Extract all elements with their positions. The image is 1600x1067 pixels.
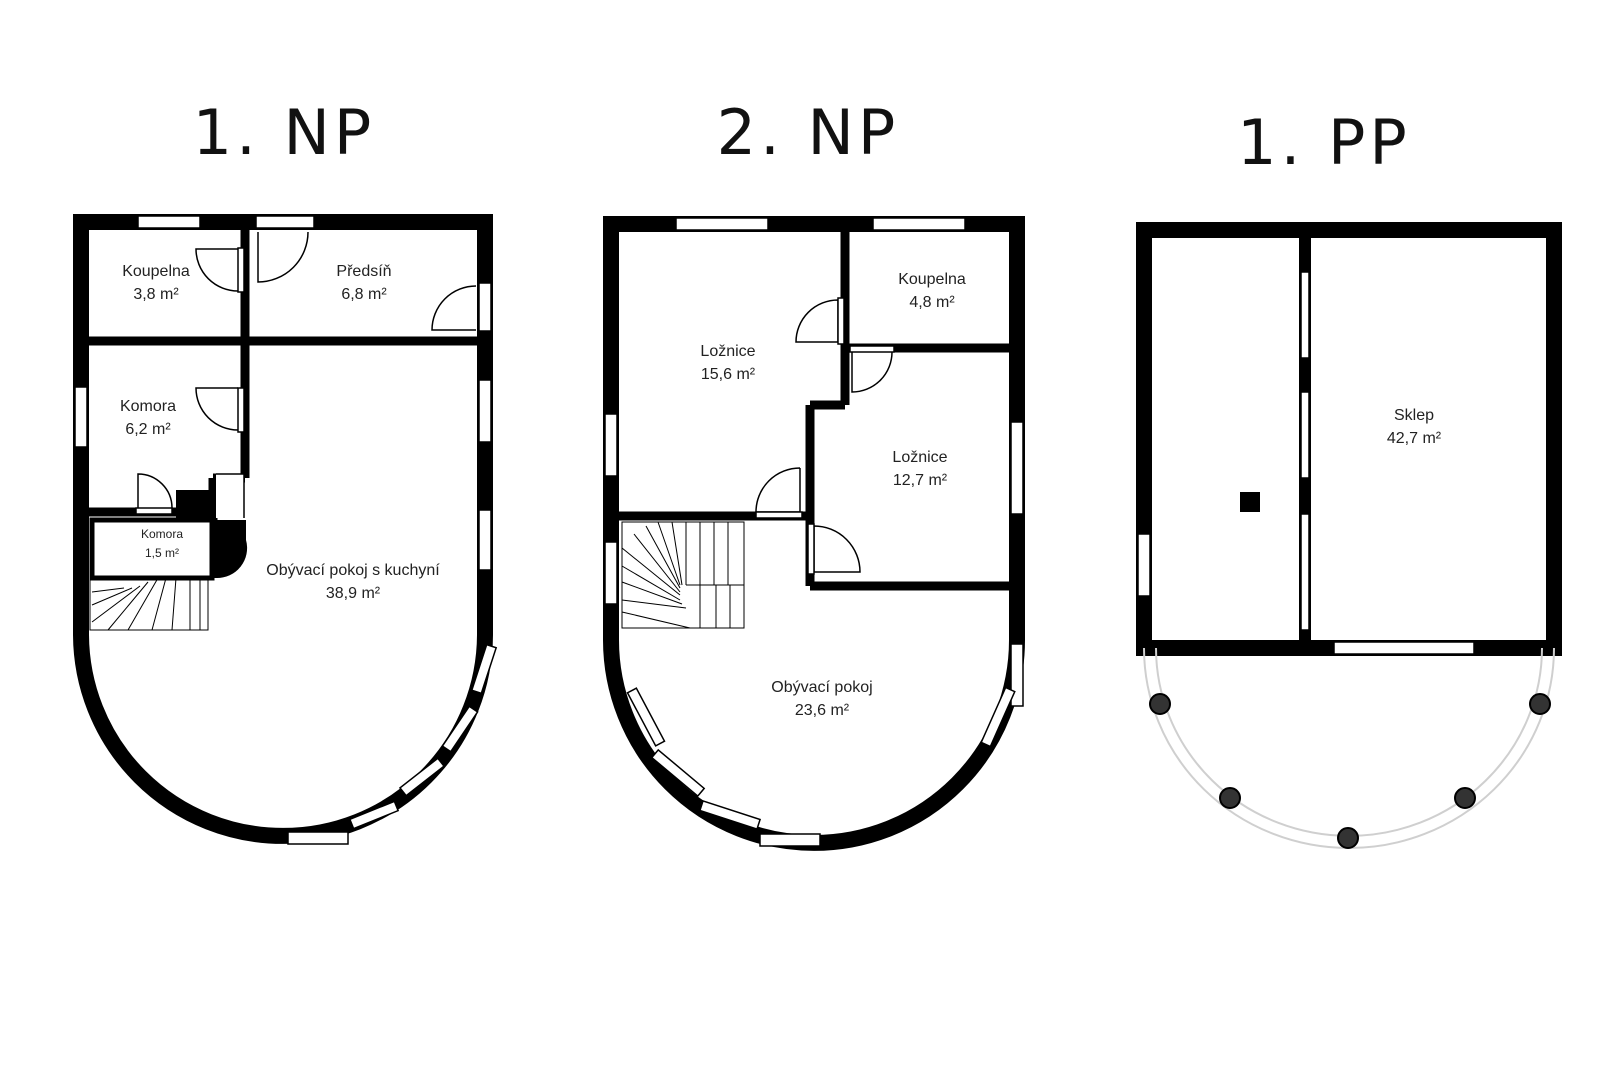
windows [74, 215, 498, 845]
room-area: 6,8 m² [341, 286, 387, 303]
floor-title-2np: 2. NP [716, 96, 900, 169]
room-name: Koupelna [898, 271, 966, 288]
floor-title-1pp: 1. PP [1237, 106, 1411, 179]
room-name: Sklep [1394, 407, 1434, 424]
windows [604, 217, 1024, 847]
room-area: 6,2 m² [125, 421, 171, 438]
room-area: 3,8 m² [133, 286, 179, 303]
windows [1137, 271, 1475, 655]
room-area: 38,9 m² [326, 585, 381, 602]
room-area: 4,8 m² [909, 294, 955, 311]
room-name: Komora [120, 398, 176, 415]
floor-title-1np: 1. NP [192, 96, 376, 169]
room-area: 15,6 m² [701, 366, 756, 383]
pillar [1240, 492, 1260, 512]
doors [755, 297, 895, 575]
chimney [176, 490, 216, 518]
floor-plan-2np: Koupelna 4,8 m² Ložnice 15,6 m² Ložnice … [603, 216, 1025, 851]
room-area: 23,6 m² [795, 702, 850, 719]
corner-column [212, 520, 248, 579]
room-name: Ložnice [892, 449, 947, 466]
room-labels: Koupelna 4,8 m² Ložnice 15,6 m² Ložnice … [700, 271, 965, 719]
staircase [621, 521, 745, 629]
room-name: Předsíň [336, 263, 391, 280]
room-area: 42,7 m² [1387, 430, 1442, 447]
room-name: Obývací pokoj s kuchyní [266, 562, 440, 579]
room-name: Obývací pokoj [771, 679, 872, 696]
doors [135, 231, 477, 518]
room-labels: Sklep 42,7 m² [1387, 407, 1442, 447]
terrace-columns [1149, 693, 1551, 849]
outer-wall [1136, 222, 1562, 656]
floor-plan-1pp: Sklep 42,7 m² [1136, 222, 1562, 849]
room-name: Ložnice [700, 343, 755, 360]
terrace [1143, 647, 1555, 849]
room-name: Koupelna [122, 263, 190, 280]
room-area: 12,7 m² [893, 472, 948, 489]
staircase [89, 577, 209, 631]
room-area: 1,5 m² [145, 546, 179, 560]
room-name: Komora [141, 527, 183, 541]
floor-plan-1np: Koupelna 3,8 m² Předsíň 6,8 m² Komora 6,… [73, 214, 498, 845]
room-labels: Koupelna 3,8 m² Předsíň 6,8 m² Komora 6,… [120, 263, 440, 602]
